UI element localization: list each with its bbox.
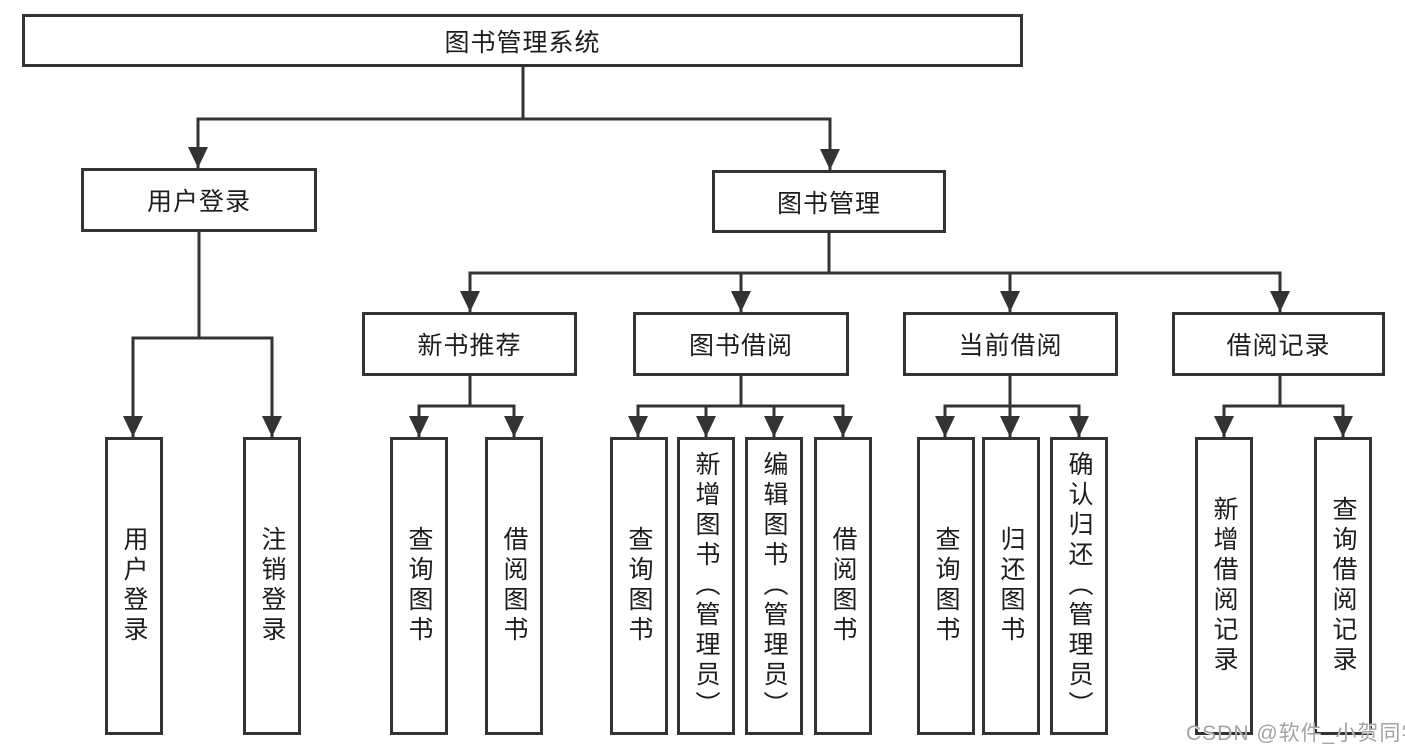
leaf-edit-book-admin: 编辑图书（管理员） bbox=[745, 437, 803, 735]
leaf-query-books-current: 查询图书 bbox=[917, 437, 975, 735]
csdn-watermark: CSDN @软件_小贺同学 bbox=[1186, 722, 1405, 745]
node-book-borrowing: 图书借阅 bbox=[633, 312, 849, 376]
leaf-add-borrow-record: 新增借阅记录 bbox=[1195, 437, 1253, 735]
node-borrow-records: 借阅记录 bbox=[1172, 312, 1385, 376]
node-user-login: 用户登录 bbox=[81, 168, 317, 232]
leaf-query-books-borrowing: 查询图书 bbox=[610, 437, 668, 735]
leaf-borrow-books-recommend: 借阅图书 bbox=[485, 437, 543, 735]
leaf-user-login: 用户登录 bbox=[105, 437, 163, 735]
node-library-management-system: 图书管理系统 bbox=[22, 14, 1023, 67]
leaf-add-book-admin: 新增图书（管理员） bbox=[677, 437, 735, 735]
node-current-borrowing: 当前借阅 bbox=[903, 312, 1118, 376]
leaf-query-books-recommend: 查询图书 bbox=[390, 437, 448, 735]
node-new-book-recommendation: 新书推荐 bbox=[362, 312, 577, 376]
leaf-logout: 注销登录 bbox=[243, 437, 301, 735]
leaf-query-borrow-record: 查询借阅记录 bbox=[1314, 437, 1372, 735]
node-book-management: 图书管理 bbox=[712, 170, 946, 233]
leaf-borrow-books-borrowing: 借阅图书 bbox=[814, 437, 872, 735]
leaf-return-books: 归还图书 bbox=[982, 437, 1040, 735]
leaf-confirm-return-admin: 确认归还（管理员） bbox=[1050, 437, 1108, 735]
